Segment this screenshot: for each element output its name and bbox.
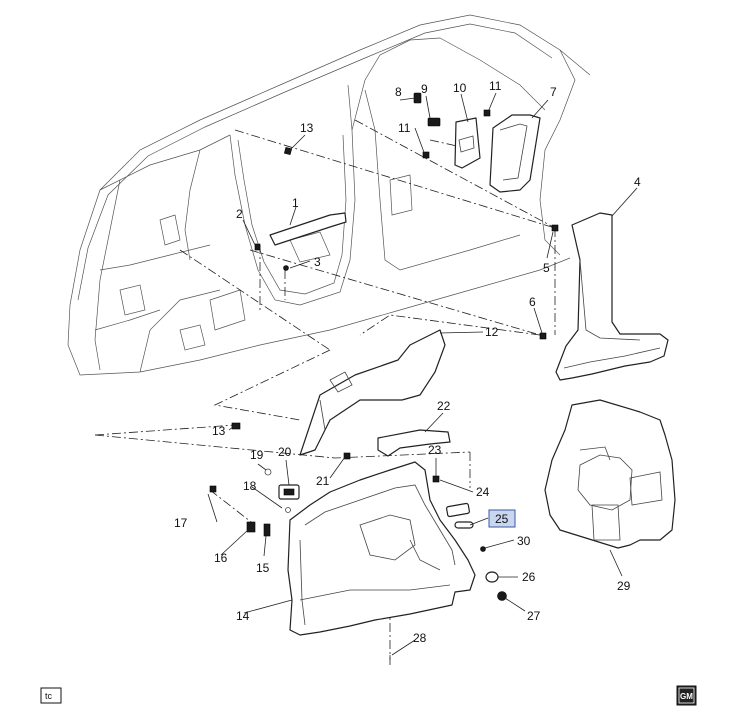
vehicle-body-shell: [67, 14, 591, 376]
callout-18: 18: [243, 479, 257, 493]
callout-8: 8: [395, 85, 402, 99]
callout-27: 27: [527, 609, 541, 623]
footer-badge-left: tc: [40, 687, 62, 704]
callout-17: 17: [174, 516, 188, 530]
callout-30: 30: [517, 534, 531, 548]
callout-9: 9: [421, 82, 428, 96]
callout-7: 7: [550, 85, 557, 99]
part-4-pillar-trim: [555, 212, 669, 381]
part-10-bracket: [454, 117, 481, 169]
part-14-quarter-panel: [287, 461, 476, 636]
callout-5: 5: [543, 261, 550, 275]
assembly-lines: [94, 119, 556, 660]
callout-11-upper: 11: [489, 79, 502, 93]
callout-26: 26: [522, 570, 536, 584]
leader-lines: [207, 92, 638, 656]
part-7-upper-trim: [489, 114, 541, 193]
part-1-trim-strip: [269, 212, 347, 246]
part-22-handle: [377, 429, 451, 457]
callout-25-highlight: [488, 509, 516, 528]
callout-28: 28: [413, 631, 427, 645]
callout-21: 21: [316, 474, 330, 488]
callout-19: 19: [250, 448, 264, 462]
callout-14: 14: [236, 609, 250, 623]
callout-6: 6: [529, 295, 536, 309]
gm-logo-text: GM: [680, 692, 693, 701]
callout-13-lower: 13: [212, 424, 226, 438]
callout-12: 12: [485, 325, 499, 339]
part-12-lower-trim: [299, 329, 446, 456]
callout-16: 16: [214, 551, 228, 565]
callout-11-lower: 11: [398, 121, 411, 135]
gm-logo: GM: [676, 685, 697, 706]
callout-25: 25: [495, 512, 509, 526]
callout-24: 24: [476, 485, 490, 499]
callout-3: 3: [314, 255, 321, 269]
badge-tc-text: tc: [45, 691, 53, 701]
callout-22: 22: [437, 399, 451, 413]
callout-20: 20: [278, 445, 292, 459]
callout-2: 2: [236, 207, 243, 221]
callout-1: 1: [292, 196, 299, 210]
callout-labels: 1 2 3 4 5 6 7 8 9 10 11 11 12 13 13 14 1…: [174, 79, 641, 645]
callout-4: 4: [634, 175, 641, 189]
callout-15: 15: [256, 561, 270, 575]
callout-29: 29: [617, 579, 631, 593]
callout-23: 23: [428, 443, 442, 457]
part-29-rear-trim: [544, 399, 676, 549]
fasteners: [209, 92, 559, 665]
callout-10: 10: [453, 81, 467, 95]
callout-13-upper: 13: [300, 121, 314, 135]
